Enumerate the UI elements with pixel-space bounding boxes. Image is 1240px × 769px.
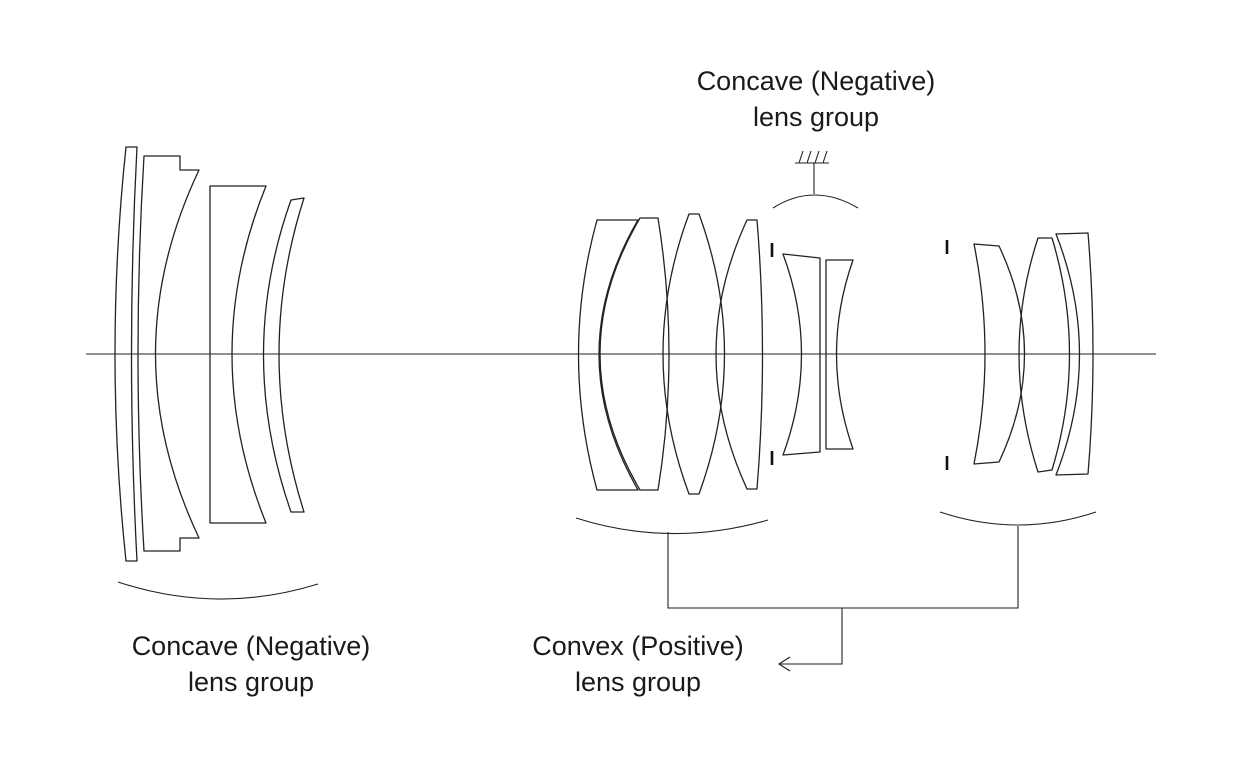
rear-element-3 [1055, 232, 1094, 476]
front-element-2 [137, 155, 200, 552]
arrow-left-icon [777, 656, 791, 672]
middle-element-1 [577, 219, 639, 491]
moving-negative-group [772, 150, 859, 456]
front-element-3 [209, 185, 267, 524]
front-negative-group [114, 146, 319, 600]
positive-group-connector [667, 526, 1019, 609]
rear-element-2 [1018, 237, 1071, 473]
middle-positive-lenses [575, 213, 769, 535]
front-element-4 [262, 197, 305, 513]
front-group-label-line1: Concave (Negative) [132, 631, 371, 661]
moving-group-label-line1: Concave (Negative) [697, 66, 936, 96]
moving-group-label-line2: lens group [753, 102, 879, 132]
positive-group-leader [780, 608, 843, 665]
middle-element-4 [715, 219, 764, 490]
positive-group-label-line2: lens group [575, 667, 701, 697]
moving-element-1 [782, 253, 821, 456]
rear-element-1 [973, 243, 1026, 465]
middle-group-bracket [575, 517, 769, 535]
front-element-1 [114, 146, 138, 562]
moving-element-2 [825, 259, 854, 450]
rear-group-bracket [939, 511, 1097, 526]
positive-group-label-line1: Convex (Positive) [532, 631, 744, 661]
moving-group-bracket [772, 194, 859, 209]
mount-hatch-icon [798, 150, 828, 164]
rear-positive-lenses [939, 232, 1097, 526]
front-group-bracket [117, 581, 319, 600]
front-group-label-line2: lens group [188, 667, 314, 697]
middle-element-3 [662, 213, 726, 495]
